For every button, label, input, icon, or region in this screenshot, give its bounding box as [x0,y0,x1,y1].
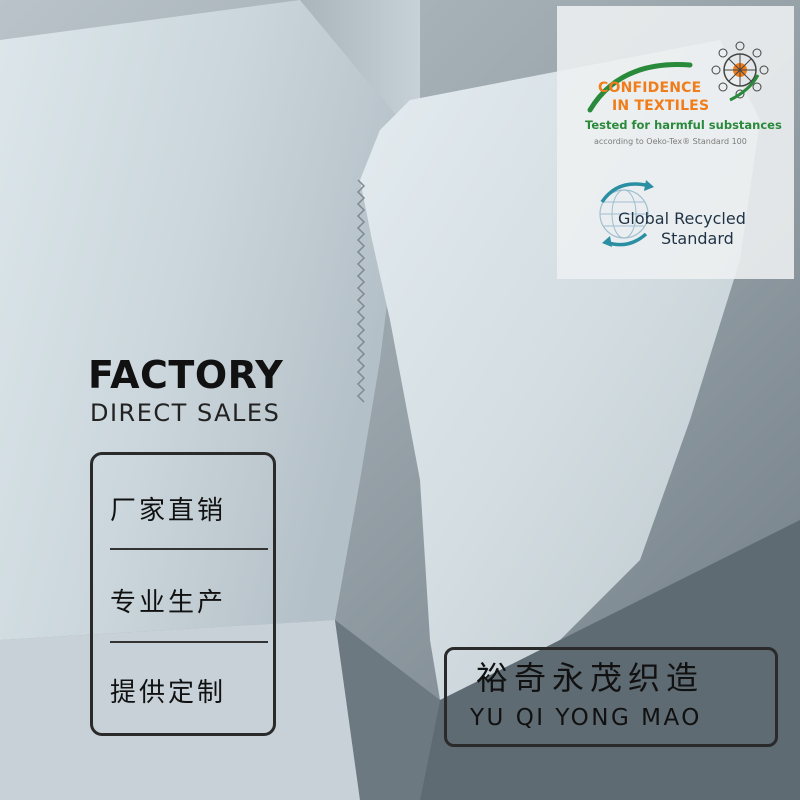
grs-line1: Global Recycled [618,209,746,228]
oeko-fineprint: according to Oeko-Tex® Standard 100 [594,137,747,146]
brand-name-chinese: 裕奇永茂织造 [476,659,705,697]
oeko-tex-logo [587,41,769,113]
oeko-tex-globe-icon [711,41,769,99]
headline-subtitle: DIRECT SALES [90,399,281,427]
certification-panel [557,6,794,279]
slogan-box [90,452,276,736]
slogan-divider [110,641,268,643]
grs-globe-icon [599,180,654,247]
oeko-line2: IN TEXTILES [612,98,710,114]
oeko-tagline: Tested for harmful substances [585,118,782,132]
grs-line2: Standard [661,229,734,248]
slogan-1: 厂家直销 [110,496,227,526]
oeko-line1: CONFIDENCE [598,80,702,96]
brand-name-english: YU QI YONG MAO [470,705,702,731]
slogan-3: 提供定制 [110,678,227,708]
brand-box [444,647,778,747]
slogan-divider [110,548,268,550]
headline-title: FACTORY [88,353,284,397]
slogan-2: 专业生产 [110,588,227,618]
